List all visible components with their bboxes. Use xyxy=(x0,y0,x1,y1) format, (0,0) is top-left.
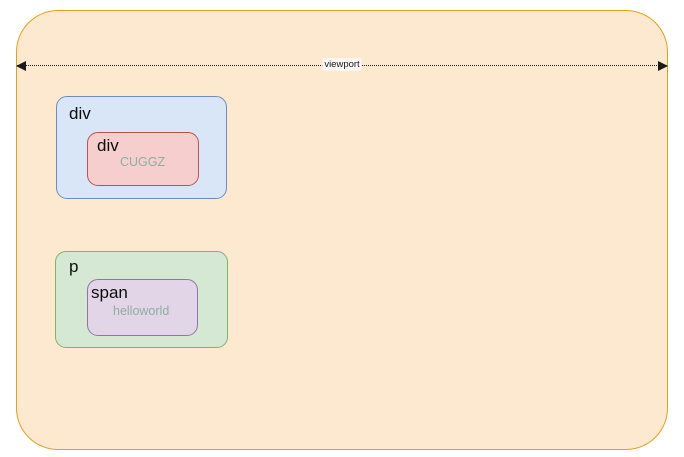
tag-label-span: span xyxy=(91,283,128,302)
tag-label-div-outer: div xyxy=(69,104,91,123)
box-span: span helloworld xyxy=(87,279,198,336)
box-div-outer: div div CUGGZ xyxy=(56,96,227,199)
content-text-cuggz: CUGGZ xyxy=(120,155,166,169)
tag-label-div-inner: div xyxy=(97,136,119,155)
viewport-container xyxy=(16,10,668,450)
tag-label-p: p xyxy=(69,257,79,276)
content-text-helloworld: helloworld xyxy=(113,304,170,318)
viewport-label: viewport xyxy=(322,58,362,71)
box-p: p span helloworld xyxy=(55,251,228,348)
box-div-inner: div CUGGZ xyxy=(87,132,199,186)
